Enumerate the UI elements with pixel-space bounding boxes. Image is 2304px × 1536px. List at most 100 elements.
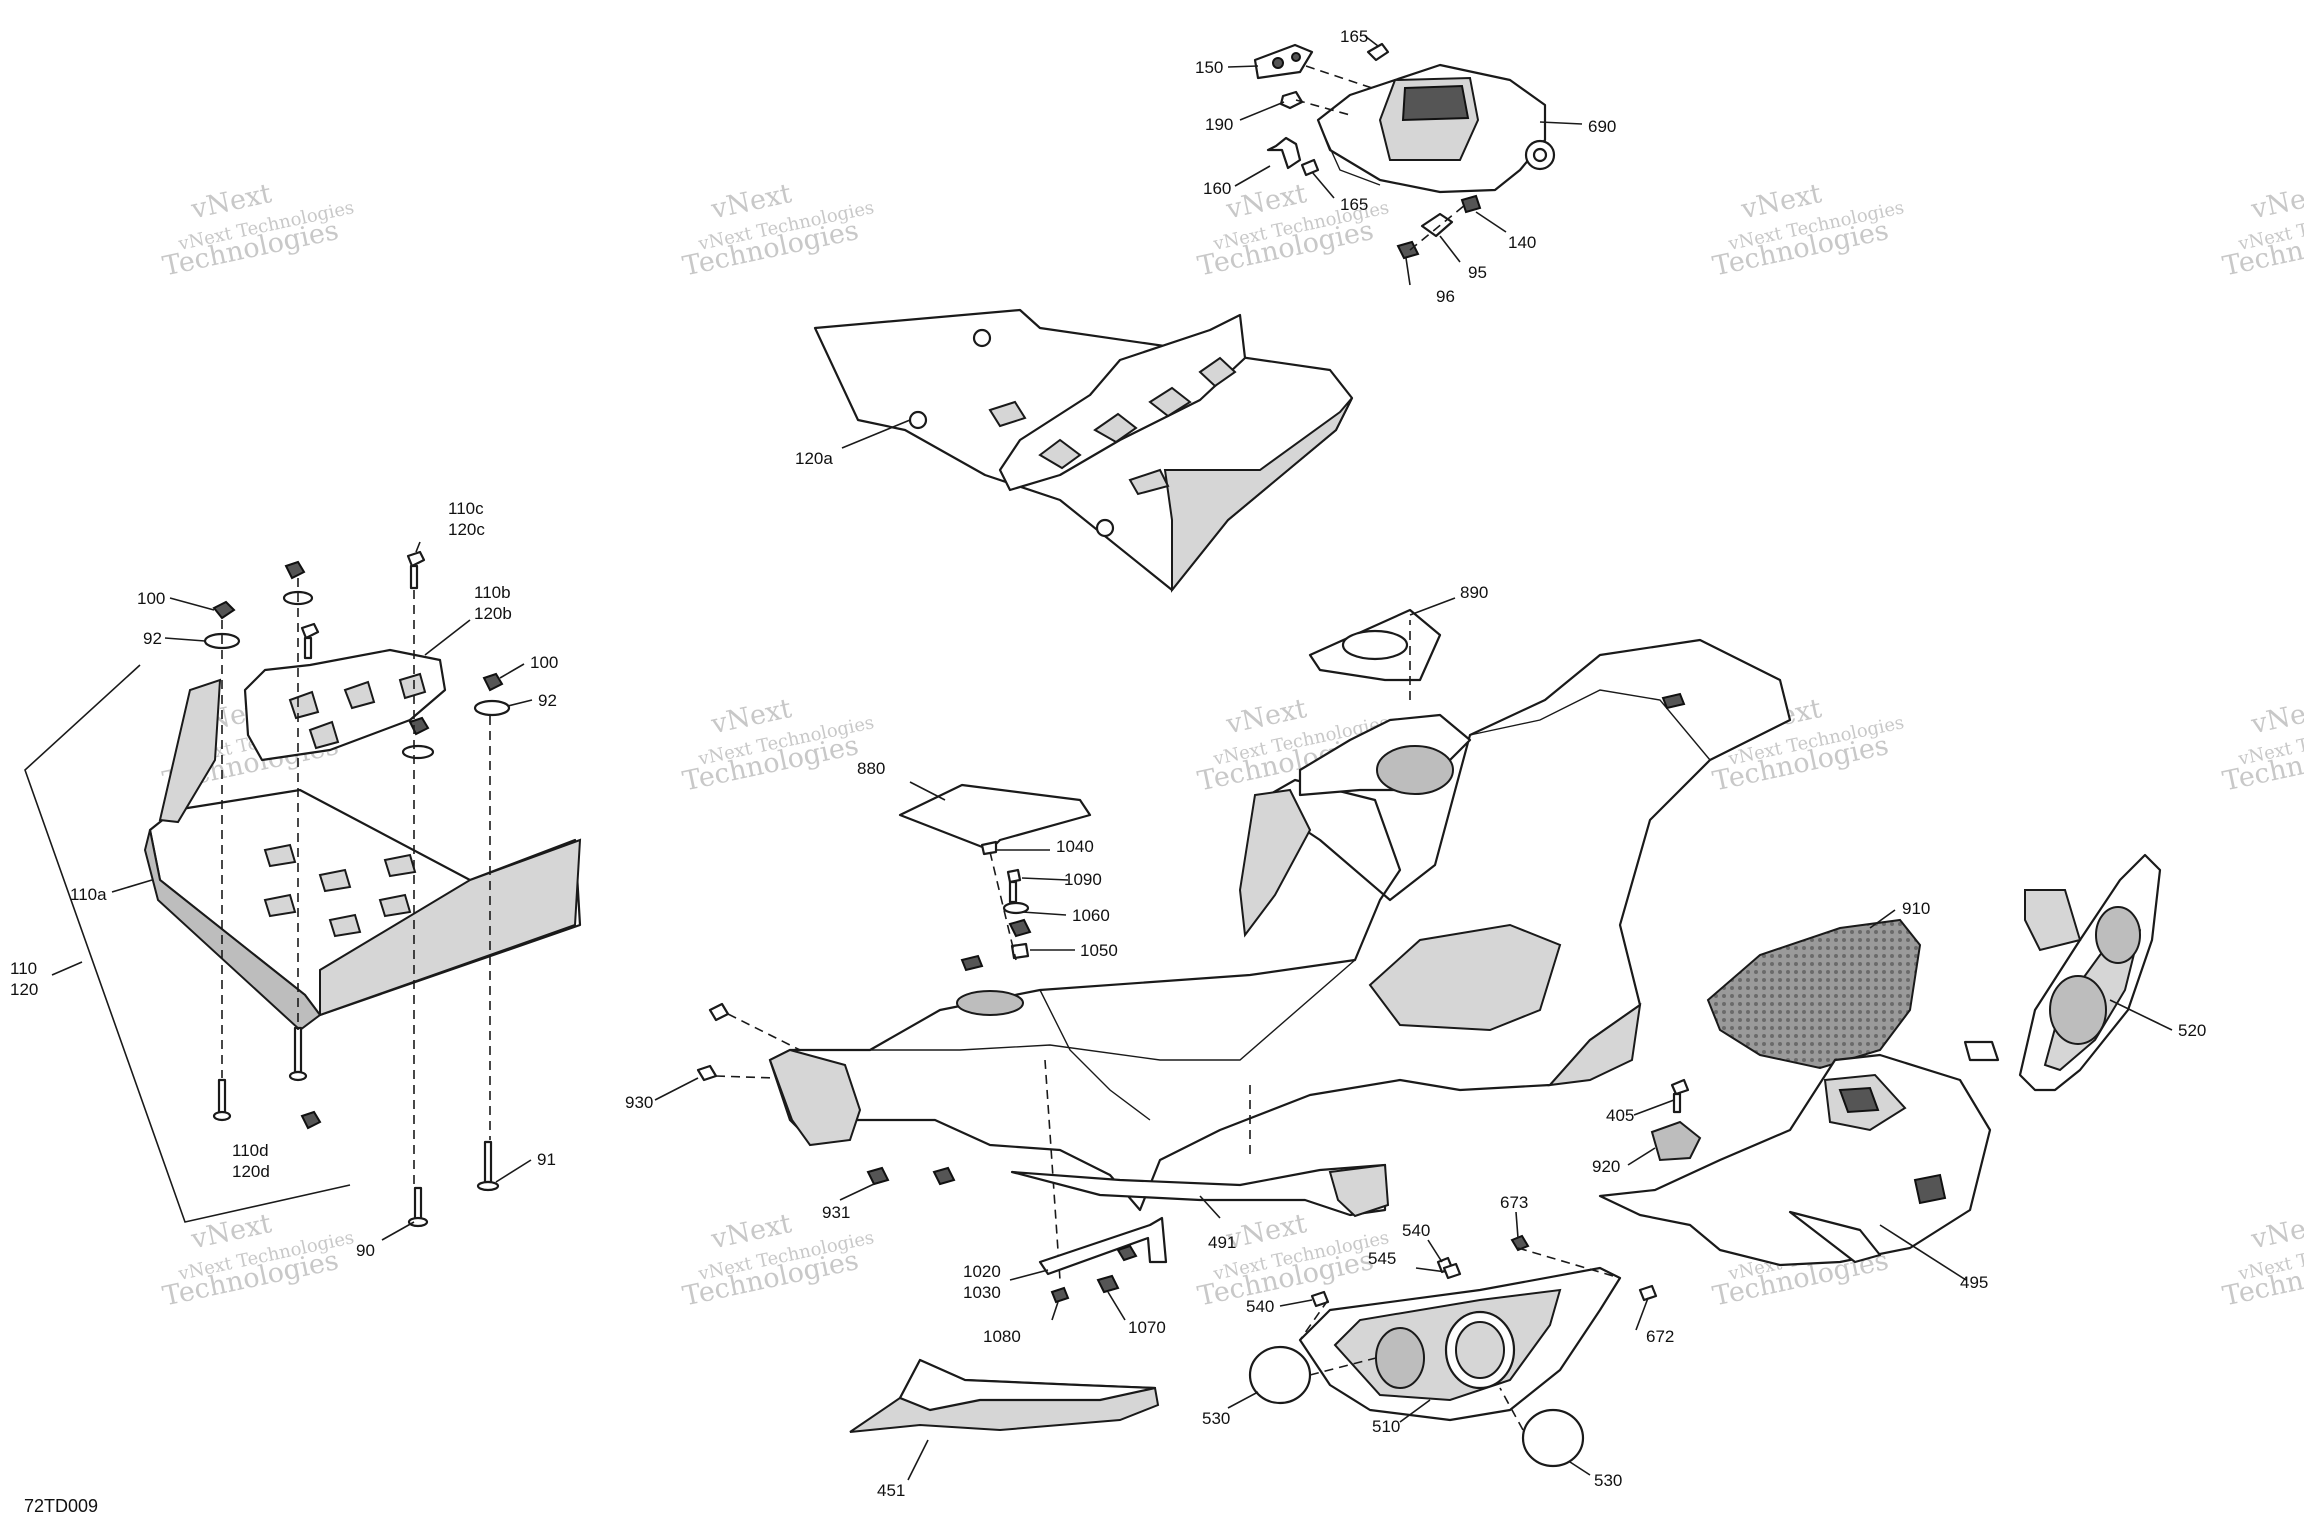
mesh-pad-910 <box>1706 918 1922 1070</box>
leader-line <box>111 879 153 893</box>
disc-530 <box>1521 1408 1585 1468</box>
body-left-wing <box>1238 788 1312 938</box>
watermark: vNext Technologies vNext Technologies <box>2220 693 2304 797</box>
watermark: vNext Technologies vNext Technologies <box>680 178 876 282</box>
callout-120d: 120d <box>232 1162 270 1181</box>
callout-520: 520 <box>2178 1021 2206 1040</box>
trim-491 <box>1010 1163 1387 1217</box>
callout-495: 495 <box>1960 1273 1988 1292</box>
screw-shank <box>217 1078 227 1116</box>
leader-lines <box>51 35 2173 1481</box>
screw-head <box>212 1110 232 1122</box>
callout-120c: 120c <box>448 520 485 539</box>
callout-690: 690 <box>1588 117 1616 136</box>
leader-line <box>1021 877 1069 881</box>
leader-line <box>1869 909 1896 929</box>
watermark: vNext Technologies vNext Technologies <box>1710 178 1906 282</box>
assembly-line <box>727 1013 801 1051</box>
screw-head <box>476 1180 500 1192</box>
screw-90 <box>413 1186 423 1222</box>
leader-line <box>1239 101 1285 121</box>
leader-line <box>1399 1399 1431 1423</box>
callout-1030: 1030 <box>963 1283 1001 1302</box>
callout-910: 910 <box>1902 899 1930 918</box>
callout-92: 92 <box>143 629 162 648</box>
callout-930: 930 <box>625 1093 653 1112</box>
bracket-line <box>24 664 351 1223</box>
lower-trim-491 <box>1010 1163 1390 1218</box>
leader-line <box>495 1159 532 1183</box>
callout-96: 96 <box>1436 287 1455 306</box>
footrest-assembly-110 <box>24 550 582 1228</box>
housing-hole <box>1532 147 1548 163</box>
reflector-lens <box>1375 1327 1425 1389</box>
leader-line <box>1415 1267 1447 1273</box>
bolt-95 <box>1420 212 1454 238</box>
leader-line <box>1633 1099 1675 1116</box>
nut-1080 <box>1050 1286 1070 1304</box>
nut-672 <box>1638 1284 1658 1302</box>
watermark: vNext Technologies vNext Technologies <box>2220 1208 2304 1312</box>
leader-line <box>2109 999 2173 1031</box>
nut-931 <box>866 1166 890 1186</box>
leader-line <box>1199 1195 1221 1219</box>
leader-line <box>1627 1147 1656 1166</box>
disc-530 <box>1248 1345 1312 1405</box>
deflector-top <box>898 1358 1157 1412</box>
leader-line <box>1439 235 1461 263</box>
housing-window <box>1401 84 1470 122</box>
callout-110: 110 <box>10 959 37 978</box>
callout-510: 510 <box>1372 1417 1400 1436</box>
screw-91 <box>483 1140 493 1184</box>
screw-shank <box>1008 880 1018 904</box>
body-crease <box>870 959 1356 1061</box>
assembly-line <box>1299 1299 1329 1341</box>
body-crease <box>1039 989 1151 1121</box>
light-reflector <box>2049 975 2107 1045</box>
washer <box>1002 901 1030 915</box>
footrest-wing <box>319 838 582 1017</box>
assembly-line <box>1409 204 1466 251</box>
figure-id: 72TD009 <box>24 1496 98 1516</box>
callout-100: 100 <box>530 653 558 672</box>
leader-line <box>839 1183 875 1201</box>
bracket-160 <box>1266 136 1302 170</box>
callout-110c: 110c <box>448 499 484 518</box>
screw-shank <box>1672 1092 1682 1114</box>
callout-1090: 1090 <box>1064 870 1102 889</box>
leader-line <box>909 781 946 801</box>
screw-110c <box>406 550 426 568</box>
leader-line <box>51 961 83 976</box>
svg-text:vNext: vNext <box>2248 178 2304 225</box>
leader-line <box>507 699 533 707</box>
footrest-left-wall <box>158 678 222 824</box>
assembly-line <box>1044 1059 1061 1281</box>
leader-line <box>1227 1391 1259 1409</box>
bracket-slot <box>1838 1086 1880 1114</box>
leader-line <box>1409 597 1456 616</box>
light-tab <box>1963 1040 2000 1062</box>
grip-holes <box>1038 356 1237 470</box>
leader-line <box>907 1439 929 1481</box>
callout-190: 190 <box>1205 115 1233 134</box>
nut-100 <box>482 672 504 692</box>
nut-96 <box>1396 240 1420 260</box>
callout-1060: 1060 <box>1072 906 1110 925</box>
body-rear-bumper <box>1547 1002 1642 1087</box>
screw-head <box>407 1216 429 1228</box>
grommet-1050 <box>1010 942 1030 960</box>
plug-1040 <box>980 840 998 856</box>
seat-pad-hole <box>1341 629 1409 661</box>
watermark: vNext Technologies vNext Technologies <box>680 693 876 797</box>
assembly-line <box>1309 1357 1377 1376</box>
housing-edge <box>1321 129 1381 186</box>
washer <box>401 744 435 760</box>
callout-673: 673 <box>1500 1193 1528 1212</box>
leader-line <box>164 637 206 642</box>
footrest-side-wall <box>1163 397 1353 593</box>
nut <box>284 560 306 580</box>
leader-line <box>1539 121 1583 125</box>
callout-545: 545 <box>1368 1249 1396 1268</box>
leader-line <box>381 1221 415 1241</box>
trim-end <box>1328 1163 1390 1218</box>
